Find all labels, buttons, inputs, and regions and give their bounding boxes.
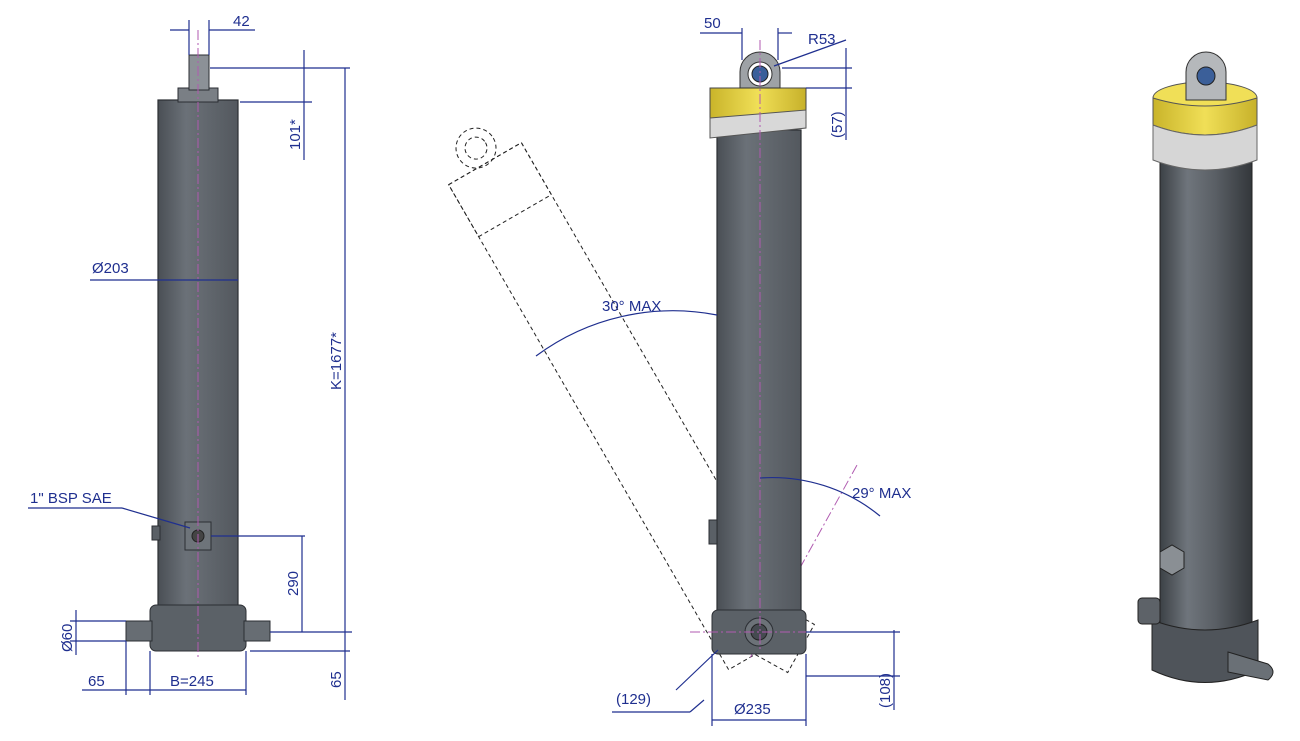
front-view: 42 101* Ø203 K=1677* 1" BSP SAE 290 Ø60 … [28, 13, 352, 700]
dim-eye-width: 50 [704, 15, 721, 32]
front-trunnion-left [125, 620, 153, 642]
dim-closed-length: K=1677* [328, 332, 345, 390]
dim-port-label: 1" BSP SAE [30, 490, 112, 507]
iso-trunnion-right [1227, 651, 1274, 681]
dim-pin-width: 42 [233, 13, 250, 30]
side-view: 50 R53 (57) 30° MAX 29° MAX (129) Ø235 (… [447, 15, 911, 726]
dim-top-height: 101* [287, 119, 304, 150]
dim-base-height: (108) [877, 673, 894, 708]
dim-eye-height: (57) [829, 111, 846, 138]
dim-tilt-back: 29° MAX [852, 485, 911, 502]
dim-eye-radius: R53 [808, 31, 836, 48]
dim-port-height: 290 [285, 571, 302, 596]
dim-base-width: B=245 [170, 673, 214, 690]
dim-trunnion-diameter: Ø60 [59, 624, 76, 652]
dim-base-offset: 65 [328, 671, 345, 688]
iso-cylinder-body [1159, 149, 1253, 652]
front-side-lug [151, 525, 161, 541]
iso-eye-bearing [1196, 66, 1216, 86]
front-trunnion-right [243, 620, 271, 642]
iso-view [1137, 51, 1274, 683]
side-port-lug [708, 519, 718, 545]
dim-base-swing: (129) [616, 691, 651, 708]
side-cylinder-body [716, 129, 802, 621]
side-collar-band [709, 109, 807, 139]
dim-trunnion-offset: 65 [88, 673, 105, 690]
dim-tilt-forward: 30° MAX [602, 298, 661, 315]
iso-collar-band [1152, 124, 1258, 171]
iso-port-hex [1159, 544, 1185, 576]
dim-base-diameter: Ø235 [734, 701, 771, 718]
iso-trunnion-left [1137, 597, 1161, 625]
dim-diameter: Ø203 [92, 260, 129, 277]
front-pin [188, 54, 210, 91]
